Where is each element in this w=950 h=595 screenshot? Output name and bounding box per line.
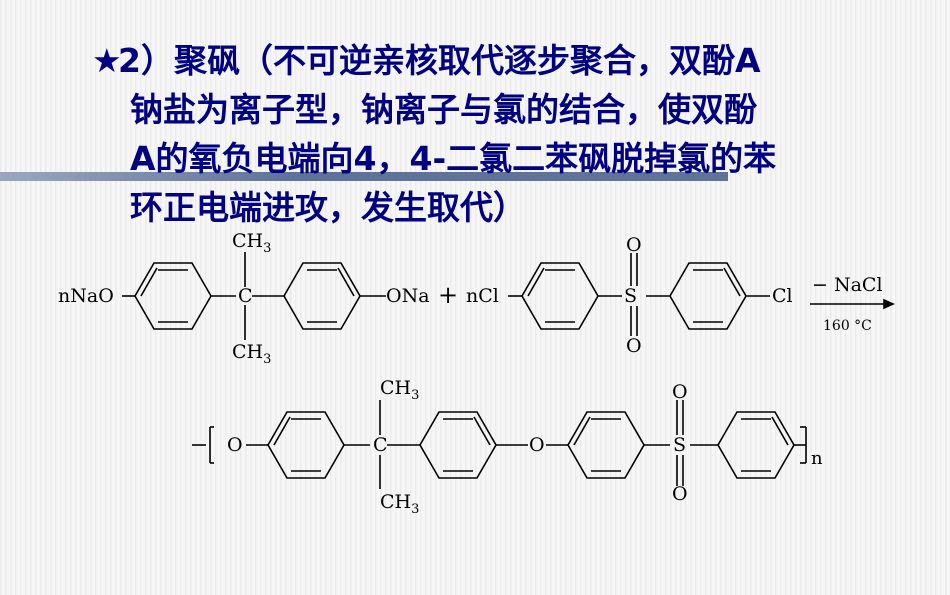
methyl-bottom-label: CH3 <box>232 341 271 367</box>
product-oxygen-label: O <box>227 434 243 456</box>
sulfonyl-oxygen-top-label: O <box>626 234 642 256</box>
bond-lines <box>122 252 895 489</box>
benzene-ring <box>521 262 599 330</box>
benzene-ring <box>267 411 345 479</box>
sulfur-label: S <box>624 285 637 307</box>
ether-oxygen-label: O <box>529 434 545 456</box>
ONa-label: ONa <box>386 285 430 307</box>
plus-sign: + <box>438 281 458 309</box>
product-oxygen-top-label: O <box>672 381 688 403</box>
sulfonyl-oxygen-bottom-label: O <box>626 335 642 357</box>
nCl-label: nCl <box>466 285 499 307</box>
quaternary-carbon-label: C <box>238 285 253 307</box>
benzene-ring <box>669 262 747 330</box>
text-line-1-content: 2）聚砜（不可逆亲核取代逐步聚合，双酚A <box>118 41 761 80</box>
repeat-unit-n-label: n <box>811 448 823 469</box>
text-line-2: 钠盐为离子型，钠离子与氯的结合，使双酚 <box>130 90 757 129</box>
decorative-bar <box>0 172 728 181</box>
text-line-4: 环正电端进攻，发生取代） <box>130 188 526 227</box>
product-methyl-bottom-label: CH3 <box>380 491 419 517</box>
benzene-ring <box>419 411 497 479</box>
product-carbon-label: C <box>373 434 388 456</box>
methyl-top-label: CH3 <box>232 230 271 256</box>
byproduct-label: − NaCl <box>812 274 883 296</box>
nNaO-label: nNaO <box>58 285 114 307</box>
product-sulfur-label: S <box>673 434 686 456</box>
benzene-ring <box>134 262 212 330</box>
chlorine-label: Cl <box>772 285 793 307</box>
text-line-1: ★2）聚砜（不可逆亲核取代逐步聚合，双酚A <box>92 36 892 85</box>
star-icon: ★ <box>92 41 122 80</box>
benzene-ring <box>717 411 795 479</box>
product-methyl-top-label: CH3 <box>380 377 419 403</box>
product-oxygen-bottom-label: O <box>672 483 688 505</box>
benzene-ring <box>283 262 361 330</box>
benzene-ring <box>567 411 645 479</box>
description-text: ★2）聚砜（不可逆亲核取代逐步聚合，双酚A 钠盐为离子型，钠离子与氯的结合，使双… <box>92 36 892 232</box>
text-line-3: A的氧负电端向4，4-二氯二苯砜脱掉氯的苯 <box>130 139 777 178</box>
temperature-label: 160 °C <box>823 318 872 334</box>
